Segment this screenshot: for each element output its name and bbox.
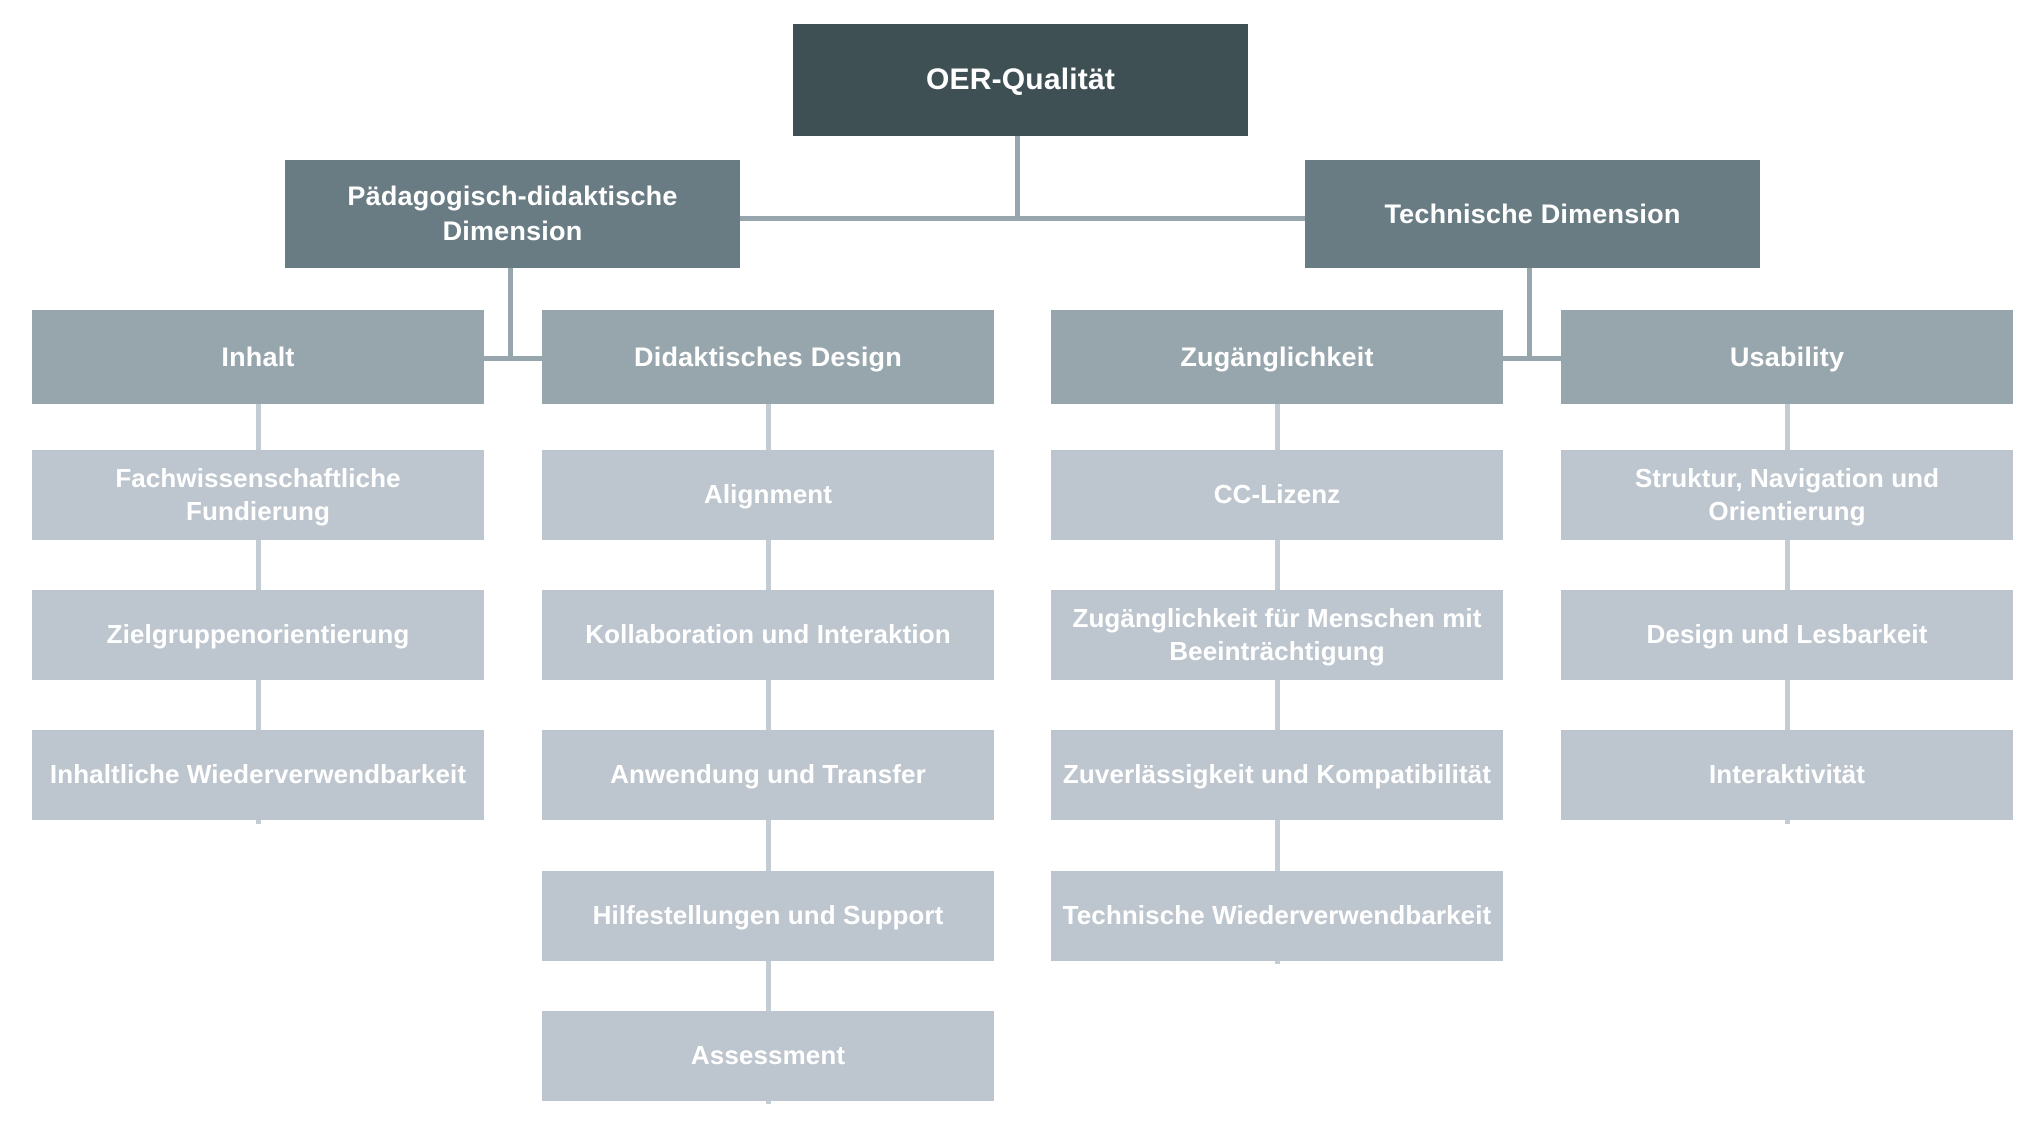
connector-dimension-bus bbox=[740, 216, 1310, 221]
node-dimension-technisch[interactable]: Technische Dimension bbox=[1305, 160, 1760, 268]
node-label: Assessment bbox=[690, 1040, 846, 1071]
node-criterion-zugaenglichkeit-2[interactable]: Zuverlässigkeit und Kompatibilität bbox=[1051, 730, 1503, 820]
node-label: CC-Lizenz bbox=[1213, 479, 1341, 510]
connector-technisch-bus bbox=[1277, 356, 1787, 361]
node-label: Kollaboration und Interaktion bbox=[585, 619, 951, 650]
node-category-inhalt[interactable]: Inhalt bbox=[32, 310, 484, 404]
node-label: Interaktivität bbox=[1708, 759, 1865, 790]
node-category-didaktisches-design[interactable]: Didaktisches Design bbox=[542, 310, 994, 404]
node-category-zugaenglichkeit[interactable]: Zugänglichkeit bbox=[1051, 310, 1503, 404]
connector-paedagogisch-down bbox=[508, 268, 513, 360]
node-label: Zielgruppenorientierung bbox=[106, 619, 410, 650]
node-criterion-usability-1[interactable]: Design und Lesbarkeit bbox=[1561, 590, 2013, 680]
node-criterion-didaktisches-design-2[interactable]: Anwendung und Transfer bbox=[542, 730, 994, 820]
node-criterion-didaktisches-design-0[interactable]: Alignment bbox=[542, 450, 994, 540]
connector-root-down bbox=[1015, 136, 1020, 220]
connector-technisch-down bbox=[1527, 268, 1532, 360]
node-criterion-didaktisches-design-1[interactable]: Kollaboration und Interaktion bbox=[542, 590, 994, 680]
connector-paedagogisch-bus bbox=[258, 356, 768, 361]
node-criterion-inhalt-0[interactable]: Fachwissenschaftliche Fundierung bbox=[32, 450, 484, 540]
node-label: Fachwissenschaftliche Fundierung bbox=[115, 462, 401, 526]
node-label: Technische Dimension bbox=[1384, 198, 1681, 229]
node-category-usability[interactable]: Usability bbox=[1561, 310, 2013, 404]
node-label: Alignment bbox=[703, 479, 832, 510]
node-label: Technische Wiederverwendbarkeit bbox=[1062, 900, 1492, 931]
node-label: Design und Lesbarkeit bbox=[1646, 619, 1928, 650]
node-label: Didaktisches Design bbox=[634, 341, 902, 372]
node-criterion-usability-2[interactable]: Interaktivität bbox=[1561, 730, 2013, 820]
node-criterion-didaktisches-design-3[interactable]: Hilfestellungen und Support bbox=[542, 871, 994, 961]
node-criterion-didaktisches-design-4[interactable]: Assessment bbox=[542, 1011, 994, 1101]
node-label: OER-Qualität bbox=[925, 62, 1116, 96]
node-label: Zugänglichkeit bbox=[1180, 341, 1374, 372]
node-criterion-inhalt-1[interactable]: Zielgruppenorientierung bbox=[32, 590, 484, 680]
node-label: Hilfestellungen und Support bbox=[592, 900, 944, 931]
node-criterion-inhalt-2[interactable]: Inhaltliche Wiederverwendbarkeit bbox=[32, 730, 484, 820]
node-label: Anwendung und Transfer bbox=[610, 759, 926, 790]
node-label: Inhaltliche Wiederverwendbarkeit bbox=[49, 759, 467, 790]
node-root-oer-qualitaet[interactable]: OER-Qualität bbox=[793, 24, 1248, 136]
node-label: Zugänglichkeit für Menschen mit Beeinträ… bbox=[1072, 602, 1482, 666]
node-criterion-zugaenglichkeit-1[interactable]: Zugänglichkeit für Menschen mit Beeinträ… bbox=[1051, 590, 1503, 680]
node-label: Zuverlässigkeit und Kompatibilität bbox=[1062, 759, 1492, 790]
node-dimension-paedagogisch[interactable]: Pädagogisch-didaktische Dimension bbox=[285, 160, 740, 268]
node-criterion-zugaenglichkeit-3[interactable]: Technische Wiederverwendbarkeit bbox=[1051, 871, 1503, 961]
node-criterion-zugaenglichkeit-0[interactable]: CC-Lizenz bbox=[1051, 450, 1503, 540]
node-label: Usability bbox=[1729, 341, 1845, 372]
node-criterion-usability-0[interactable]: Struktur, Navigation und Orientierung bbox=[1561, 450, 2013, 540]
node-label: Struktur, Navigation und Orientierung bbox=[1634, 462, 1940, 526]
node-label: Inhalt bbox=[221, 341, 295, 372]
connector-zugaenglichkeit-spine bbox=[1275, 404, 1280, 964]
node-label: Pädagogisch-didaktische Dimension bbox=[347, 181, 678, 246]
